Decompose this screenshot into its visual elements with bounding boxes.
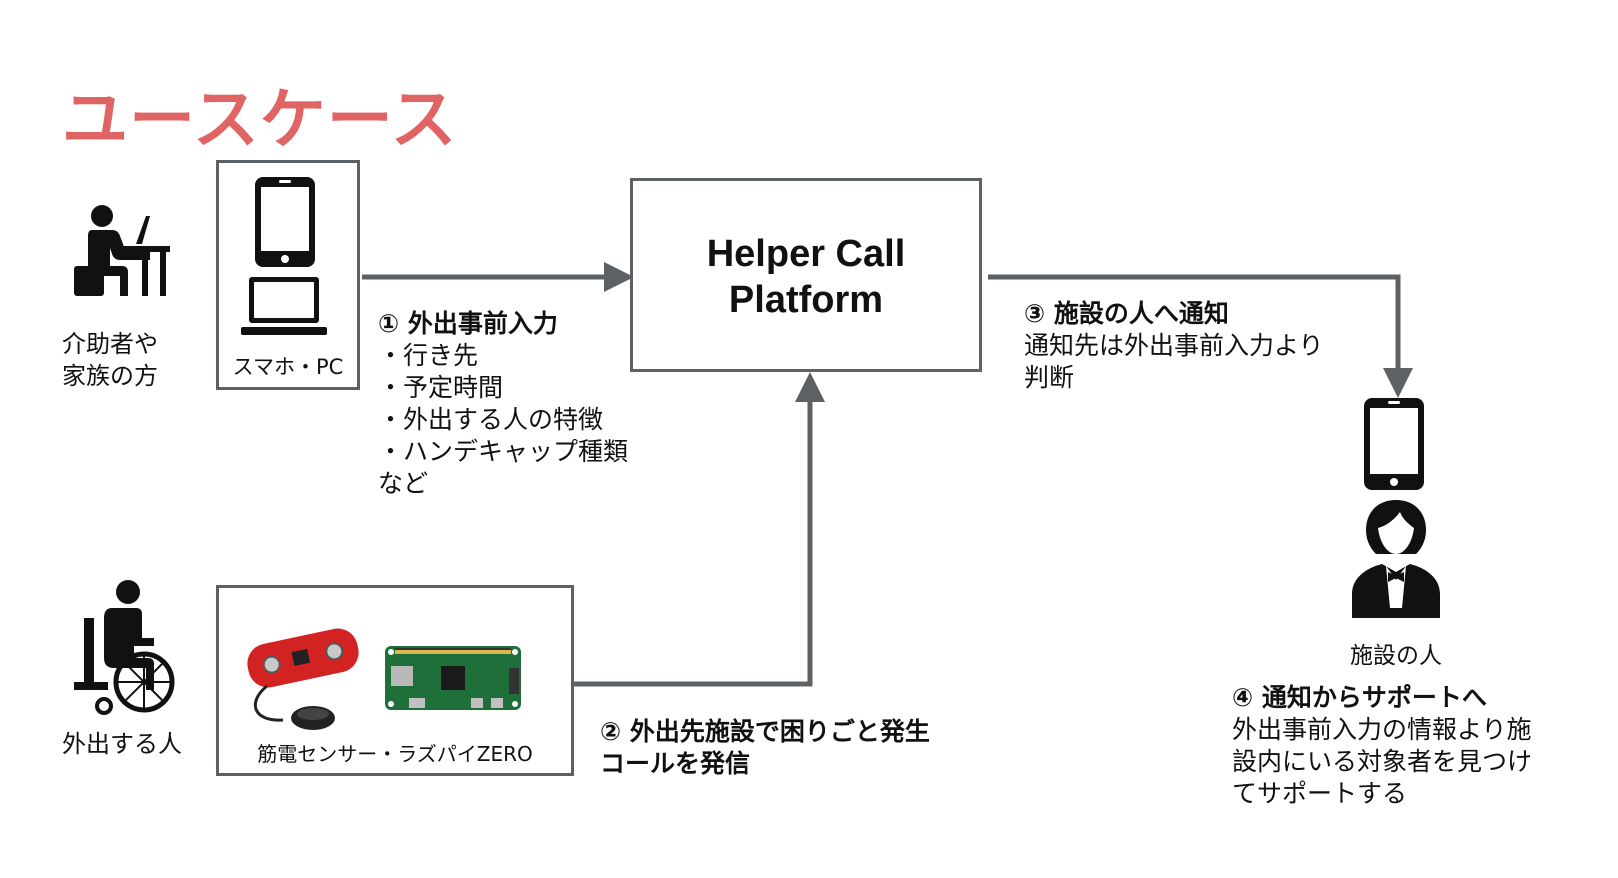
smartphone-pc-caption: スマホ・PC [232, 355, 344, 379]
platform-title-line: Platform [728, 279, 884, 321]
laptop-icon [241, 277, 327, 335]
step4-title: ④ 通知からサポートへ [1232, 683, 1487, 712]
facility-staff-label: 施設の人 [1350, 643, 1442, 669]
arrow-step3 [988, 274, 1401, 380]
step1-item: ・外出する人の特徴 [378, 405, 604, 434]
step4-line: てサポートする [1232, 779, 1408, 808]
emg-sensor-icon [247, 628, 359, 730]
arrowhead-staff-phone [1383, 368, 1413, 398]
outing-person-label: 外出する人 [62, 730, 182, 758]
step2-line: コールを発信 [600, 749, 751, 778]
smartphone-icon [255, 177, 315, 267]
step1-title: ① 外出事前入力 [378, 309, 558, 338]
arrowhead-platform-bottom [795, 372, 825, 402]
caregiver-label: 介助者や 家族の方 [62, 328, 158, 392]
raspberry-pi-zero-icon [385, 646, 521, 710]
sensor-pi-box: 筋電センサー・ラズパイZERO [216, 585, 574, 776]
platform-title-line: Helper Call [706, 233, 906, 275]
step1-item: ・行き先 [378, 341, 479, 370]
wheelchair-user-icon [74, 580, 175, 715]
step1-footer: など [378, 469, 429, 498]
staff-person-icon [1352, 500, 1440, 618]
step1-item: ・ハンデキャップ種類 [378, 437, 629, 466]
step4-line: 外出事前入力の情報より施 [1232, 715, 1532, 744]
arrow-step2 [574, 395, 813, 687]
step1-annotation: ① 外出事前入力 ・行き先 ・予定時間 ・外出する人の特徴 ・ハンデキャップ種類… [378, 308, 628, 500]
staff-smartphone-icon [1364, 398, 1424, 490]
caregiver-label-line: 介助者や [62, 330, 158, 358]
step3-annotation: ③ 施設の人へ通知 通知先は外出事前入力より 判断 [1024, 298, 1324, 394]
step4-annotation: ④ 通知からサポートへ 外出事前入力の情報より施 設内にいる対象者を見つけ てサ… [1232, 682, 1532, 810]
step3-line: 判断 [1024, 363, 1075, 392]
step3-line: 通知先は外出事前入力より [1024, 331, 1324, 360]
step3-title: ③ 施設の人へ通知 [1024, 299, 1229, 328]
sensor-pi-caption: 筋電センサー・ラズパイZERO [257, 742, 533, 766]
step1-item: ・予定時間 [378, 373, 504, 402]
smartphone-pc-box: スマホ・PC [216, 160, 360, 390]
helper-call-platform-box: Helper Call Platform [630, 178, 982, 372]
step2-annotation: ② 外出先施設で困りごと発生 コールを発信 [600, 716, 930, 780]
caregiver-label-line: 家族の方 [62, 362, 158, 390]
step4-line: 設内にいる対象者を見つけ [1232, 747, 1533, 776]
person-at-desk-icon [74, 205, 170, 296]
step2-line: ② 外出先施設で困りごと発生 [600, 717, 930, 746]
platform-title: Helper Call Platform [633, 231, 979, 323]
page-title: ユースケース [62, 81, 458, 158]
arrowhead-platform-left [604, 262, 634, 292]
